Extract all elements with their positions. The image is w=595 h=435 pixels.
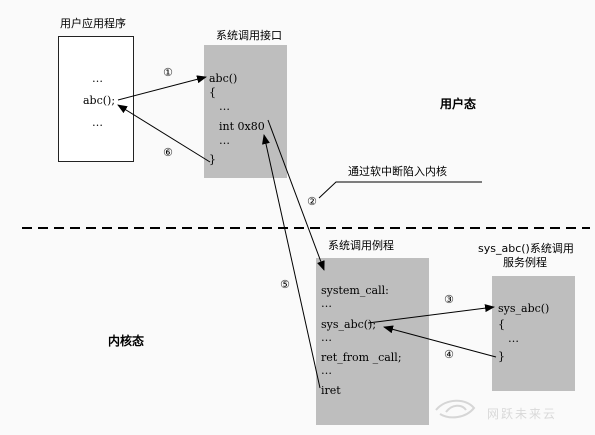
user-dots-top: … bbox=[92, 72, 103, 85]
service-routine-box bbox=[492, 276, 575, 391]
service-line-dots: … bbox=[508, 332, 519, 345]
watermark-text: 网跃未来云 bbox=[487, 407, 558, 421]
service-line-close-brace: } bbox=[498, 350, 505, 363]
user-mode-label: 用户态 bbox=[440, 97, 477, 111]
service-line-sys-abc: sys_abc() bbox=[498, 302, 550, 315]
routine-line-dots-1: … bbox=[321, 297, 332, 310]
syscall-routine-title: 系统调用例程 bbox=[328, 239, 394, 252]
user-program-title: 用户应用程序 bbox=[60, 17, 126, 30]
arrow-step-6 bbox=[117, 104, 211, 163]
routine-line-dots-3: … bbox=[321, 364, 332, 377]
step-1-marker: ① bbox=[163, 66, 173, 79]
arrow-step-5 bbox=[262, 134, 321, 389]
iface-line-close-brace: } bbox=[209, 153, 216, 166]
routine-line-ret-from-call: ret_from _call; bbox=[321, 351, 402, 364]
iface-line-int80: int 0x80 bbox=[219, 120, 265, 133]
step-5-marker: ⑤ bbox=[280, 278, 290, 291]
service-routine-title-2: 服务例程 bbox=[503, 256, 547, 269]
syscall-interface-title: 系统调用接口 bbox=[216, 29, 282, 42]
syscall-routine-box bbox=[316, 258, 429, 425]
routine-line-sys-abc: sys_abc(); bbox=[321, 318, 377, 331]
step-4-marker: ④ bbox=[444, 348, 454, 361]
routine-line-system-call: system_call: bbox=[321, 284, 389, 297]
arrow-step-2 bbox=[267, 119, 325, 271]
kernel-mode-label: 内核态 bbox=[108, 334, 145, 348]
routine-line-dots-2: … bbox=[321, 331, 332, 344]
step-6-marker: ⑥ bbox=[163, 146, 173, 159]
arrow-step-4 bbox=[383, 325, 497, 358]
iface-line-dots-1: … bbox=[219, 100, 230, 113]
syscall-interface-box bbox=[204, 45, 287, 178]
soft-interrupt-callout bbox=[318, 181, 482, 199]
service-routine-title-1: sys_abc()系统调用 bbox=[478, 242, 574, 255]
service-line-open-brace: { bbox=[498, 318, 505, 331]
iface-line-abc: abc() bbox=[209, 72, 238, 85]
arrow-step-3 bbox=[367, 304, 495, 324]
step-3-marker: ③ bbox=[444, 293, 454, 306]
iface-line-dots-2: … bbox=[219, 134, 230, 147]
iface-line-open-brace: { bbox=[209, 86, 216, 99]
routine-line-iret: iret bbox=[321, 384, 341, 397]
user-call-abc: abc(); bbox=[83, 94, 116, 107]
step-2-marker: ② bbox=[307, 195, 317, 208]
soft-interrupt-label: 通过软中断陷入内核 bbox=[348, 165, 447, 178]
watermark-logo bbox=[435, 399, 476, 419]
arrow-step-1 bbox=[117, 75, 207, 101]
user-dots-bottom: … bbox=[92, 116, 103, 129]
